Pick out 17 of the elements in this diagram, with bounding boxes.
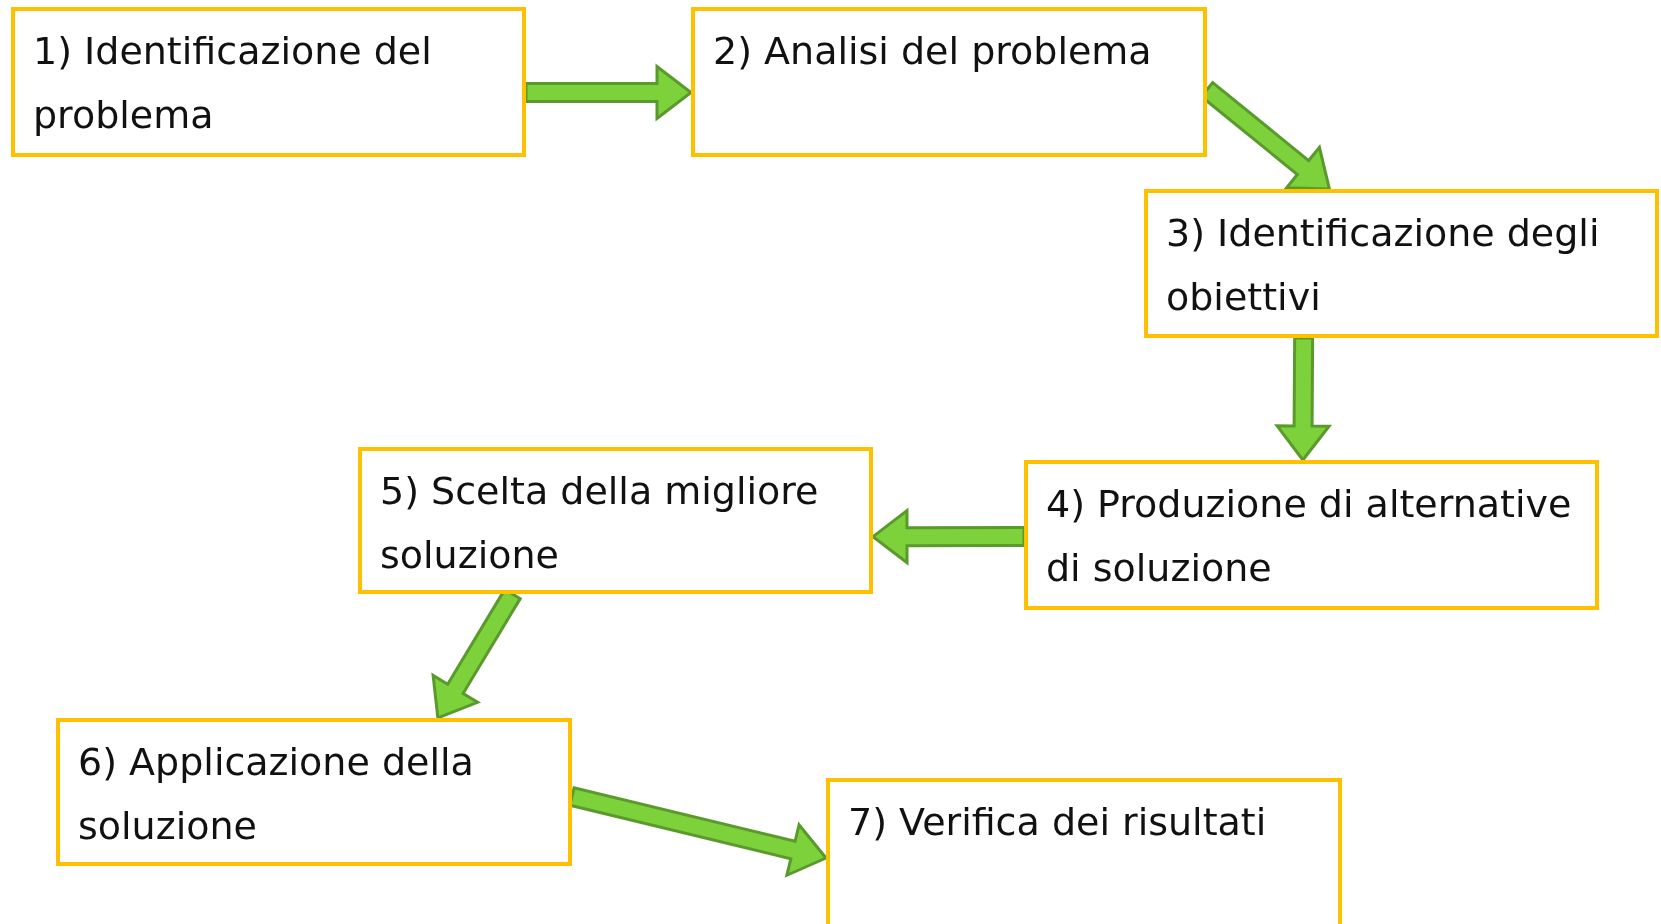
step-label: 2) Analisi del problema xyxy=(713,28,1153,75)
step-label: 6) Applicazione della soluzione xyxy=(78,739,475,850)
block-arrow xyxy=(1274,336,1333,463)
process-box xyxy=(56,718,572,866)
process-box xyxy=(358,447,873,594)
step-label: 4) Produzione di alternative di soluzione xyxy=(1046,481,1573,592)
process-box xyxy=(1144,189,1659,338)
process-box xyxy=(691,7,1207,157)
process-box xyxy=(1024,460,1599,610)
block-arrow xyxy=(524,63,694,122)
block-arrow xyxy=(870,507,1026,566)
step-label: 7) Verifica dei risultati xyxy=(848,799,1268,846)
process-box xyxy=(11,7,526,157)
process-box xyxy=(826,778,1342,924)
step-label: 5) Scelta della migliore soluzione xyxy=(380,468,820,579)
step-label: 3) Identificazione degli obiettivi xyxy=(1166,210,1601,321)
step-label: 1) Identificazione del problema xyxy=(33,28,433,139)
